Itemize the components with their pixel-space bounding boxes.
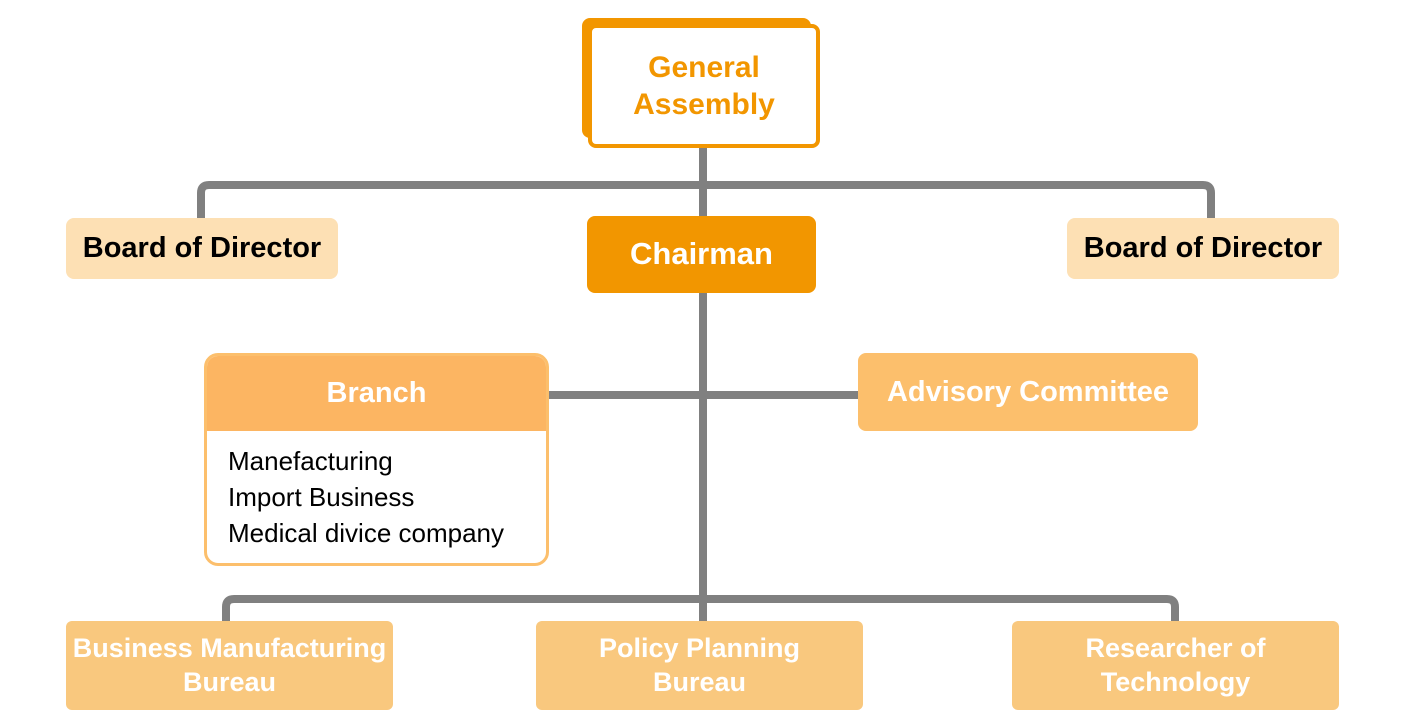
chairman-box: Chairman — [587, 216, 816, 293]
policy-planning-bureau-box: Policy Planning Bureau — [536, 621, 863, 710]
branch-item: Manefacturing — [228, 446, 393, 476]
board-of-director-left: Board of Director — [66, 218, 338, 279]
advisory-label: Advisory Committee — [886, 375, 1169, 408]
bureau-label-line2: Bureau — [652, 666, 746, 697]
board-right-label: Board of Director — [1083, 232, 1323, 265]
bureau-label-line2: Technology — [1100, 666, 1251, 697]
advisory-committee-box: Advisory Committee — [858, 353, 1198, 431]
bureau-label-line1: Researcher of — [1085, 632, 1266, 663]
branch-title: Branch — [326, 377, 427, 409]
bureau-connector — [222, 595, 1179, 622]
general-assembly-label-line2: Assembly — [633, 88, 775, 121]
bureau-label-line1: Policy Planning — [598, 632, 801, 663]
branch-header: Branch — [207, 356, 546, 431]
bureau-label-line2: Bureau — [182, 666, 276, 697]
branch-list: Manefacturing Import Business Medical di… — [207, 431, 546, 551]
researcher-of-technology-box: Researcher of Technology — [1012, 621, 1339, 710]
general-assembly-box: General Assembly — [588, 24, 820, 148]
board-connector — [197, 181, 1215, 218]
chairman-label: Chairman — [630, 236, 773, 272]
business-manufacturing-bureau-box: Business Manufacturing Bureau — [66, 621, 393, 710]
branch-box: Branch Manefacturing Import Business Med… — [204, 353, 549, 566]
board-left-label: Board of Director — [82, 232, 322, 265]
board-of-director-right: Board of Director — [1067, 218, 1339, 279]
branch-item: Import Business — [228, 482, 415, 512]
general-assembly-label-line1: General — [648, 50, 760, 84]
branch-item: Medical divice company — [228, 518, 505, 548]
bureau-label-line1: Business Manufacturing — [72, 632, 387, 663]
